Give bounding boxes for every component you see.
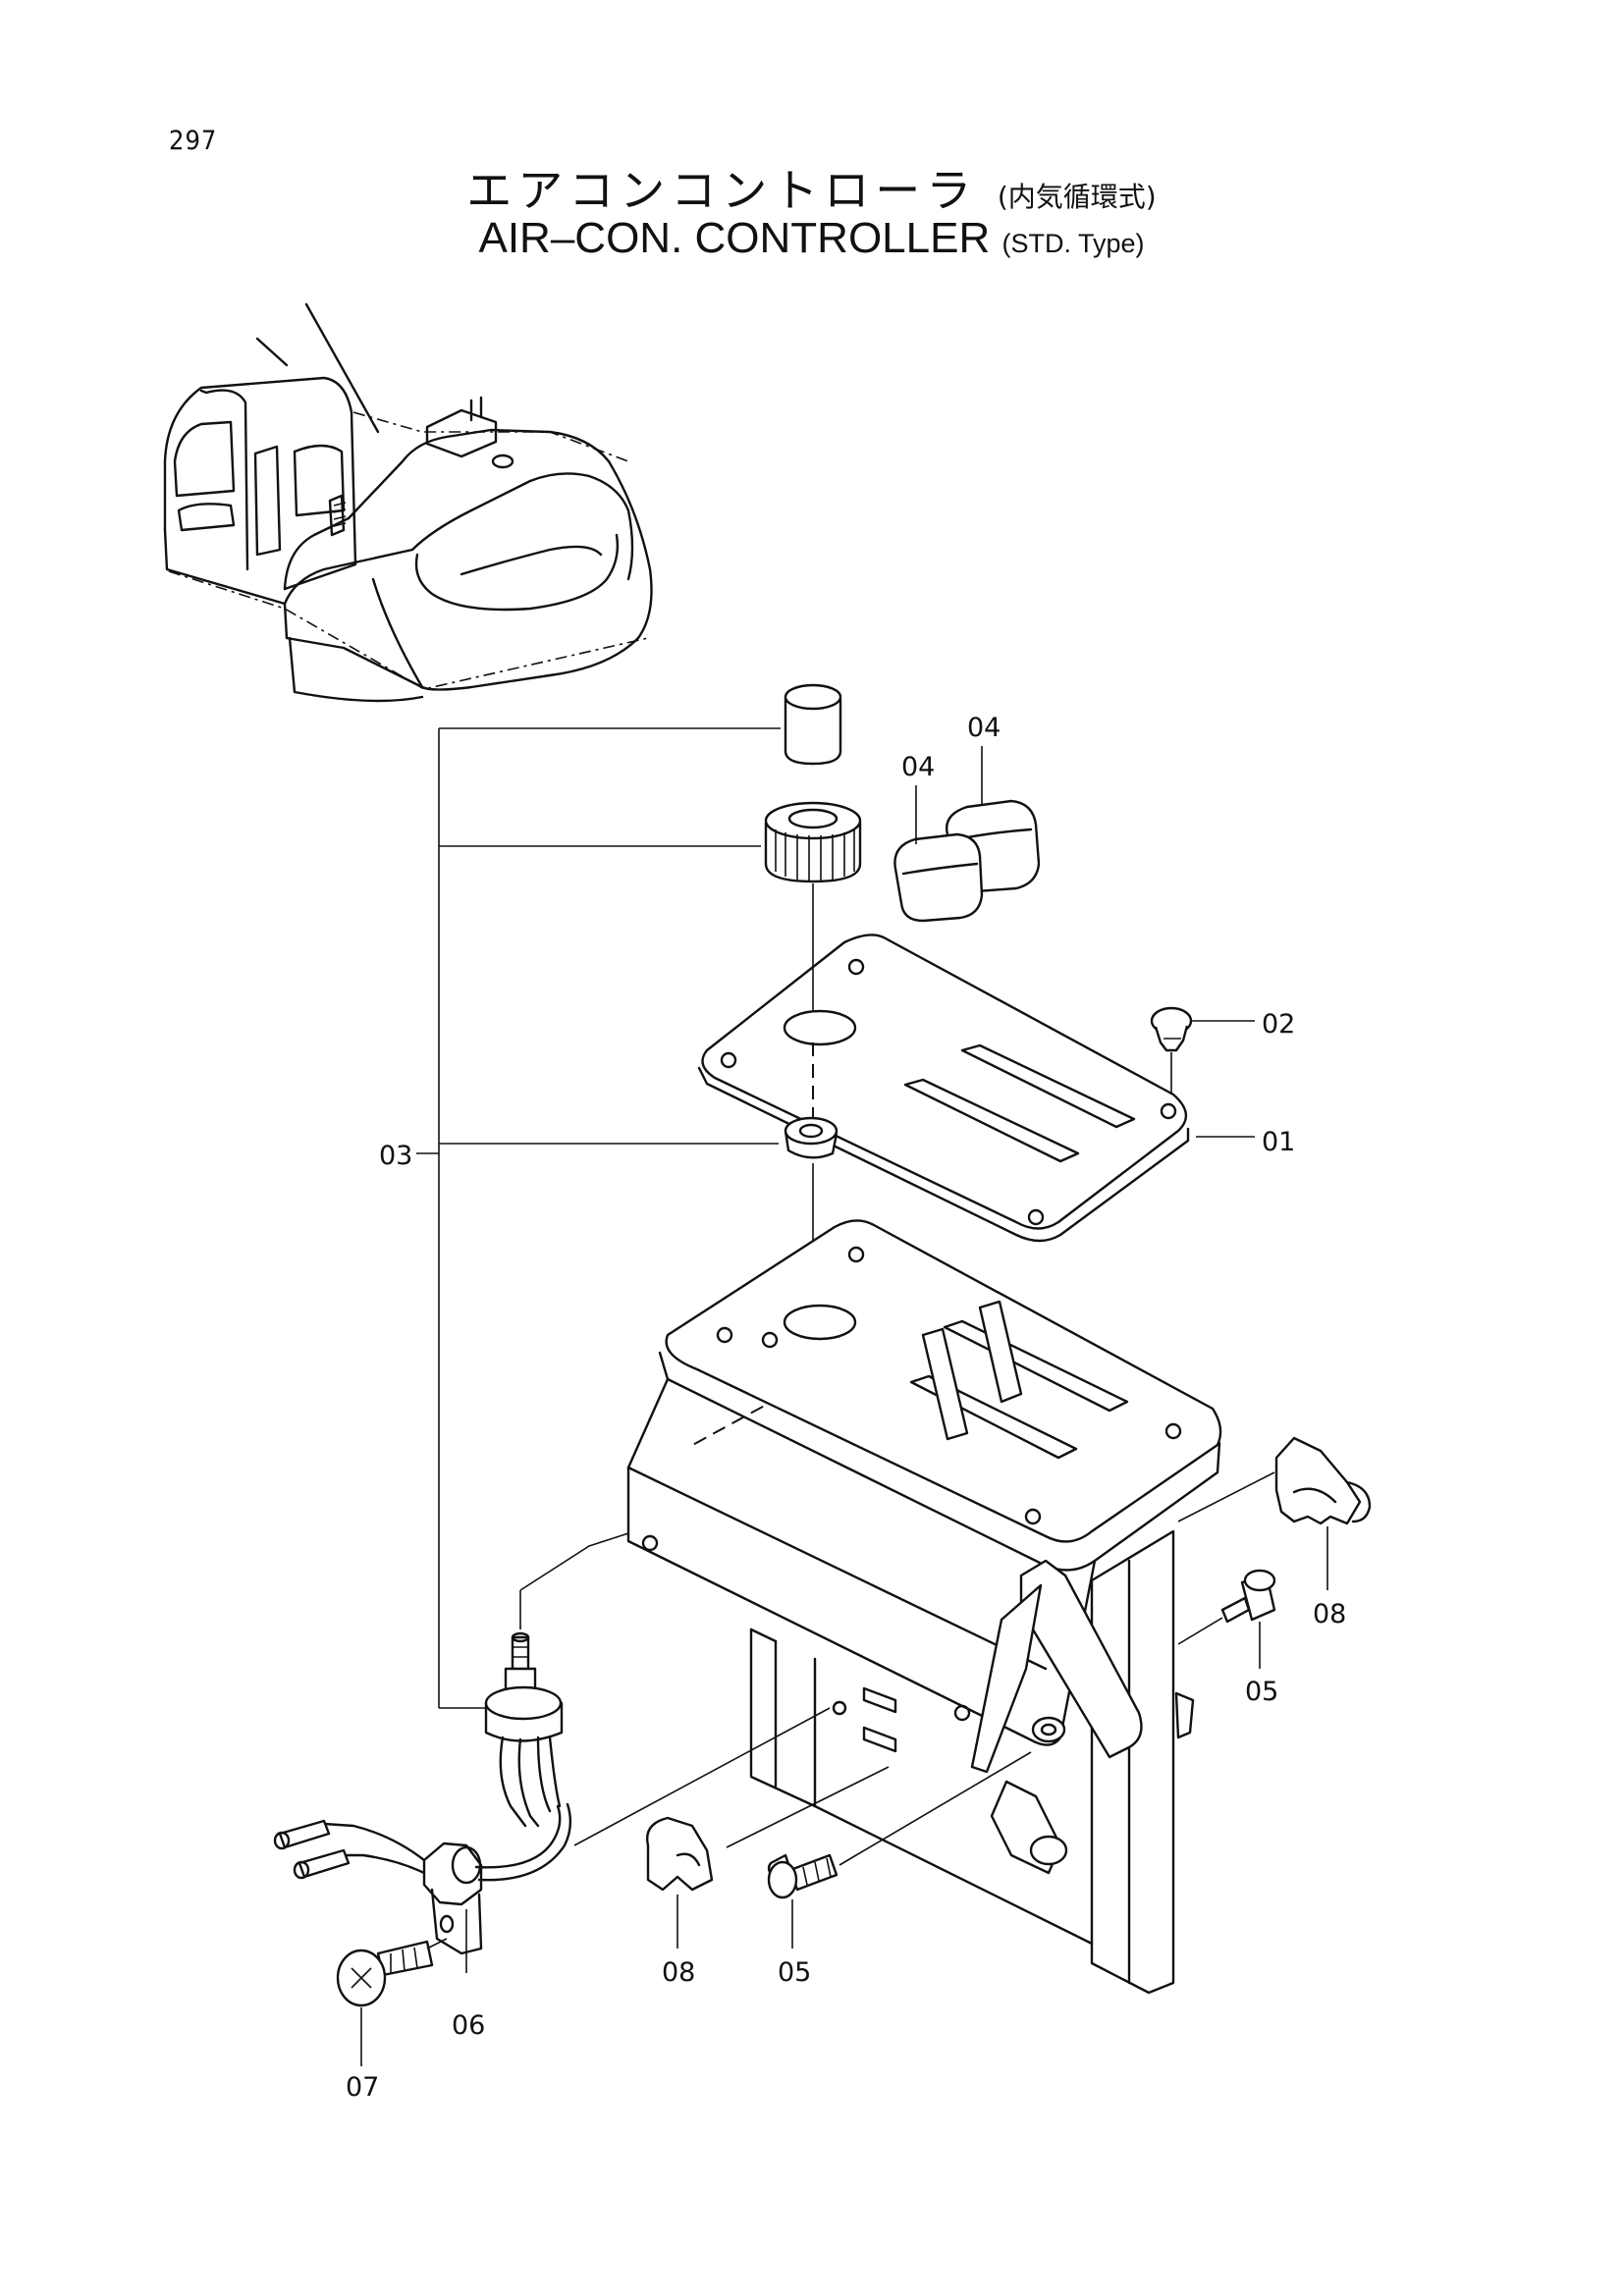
bolt-05-lower	[767, 1751, 1032, 1949]
title-japanese-sub: (内気循環式)	[997, 181, 1157, 213]
callout-04-front: 04	[901, 752, 935, 782]
hex-nut	[784, 1116, 839, 1159]
plug-02	[1150, 1006, 1255, 1095]
title-japanese-main: エアコンコントローラ	[466, 164, 978, 217]
sensor-harness	[273, 1532, 831, 1955]
clip-08-left	[646, 1766, 890, 1949]
cover-plate-01	[697, 934, 1190, 1243]
title-japanese: エアコンコントローラ (内気循環式)	[0, 155, 1623, 220]
callout-07: 07	[346, 2072, 379, 2103]
title-english: AIR–CON. CONTROLLER (STD. Type)	[0, 214, 1623, 263]
excavator-locator-illustration	[163, 302, 653, 703]
callout-05-right: 05	[1245, 1677, 1278, 1707]
knurled-knob	[764, 801, 862, 883]
controller-bracket	[626, 1219, 1222, 1995]
callout-08-left: 08	[662, 1957, 695, 1988]
screw-07	[336, 1938, 448, 2066]
page-number: 297	[169, 126, 218, 156]
callout-04-back: 04	[967, 713, 1001, 743]
callout-08-right: 08	[1313, 1599, 1346, 1629]
clip-08-right	[1177, 1436, 1372, 1590]
bolt-05-right	[1177, 1569, 1276, 1669]
callout-02: 02	[1262, 1009, 1295, 1040]
callout-01: 01	[1262, 1127, 1295, 1157]
title-english-sub: (STD. Type)	[1001, 229, 1145, 258]
callout-06: 06	[452, 2010, 485, 2041]
knob-cap	[784, 683, 842, 766]
leader-bracket-03	[416, 727, 781, 1709]
lever-knobs-04	[893, 799, 1041, 923]
callout-03: 03	[379, 1141, 412, 1171]
title-english-main: AIR–CON. CONTROLLER	[478, 214, 991, 262]
callout-05-lower: 05	[778, 1957, 811, 1988]
